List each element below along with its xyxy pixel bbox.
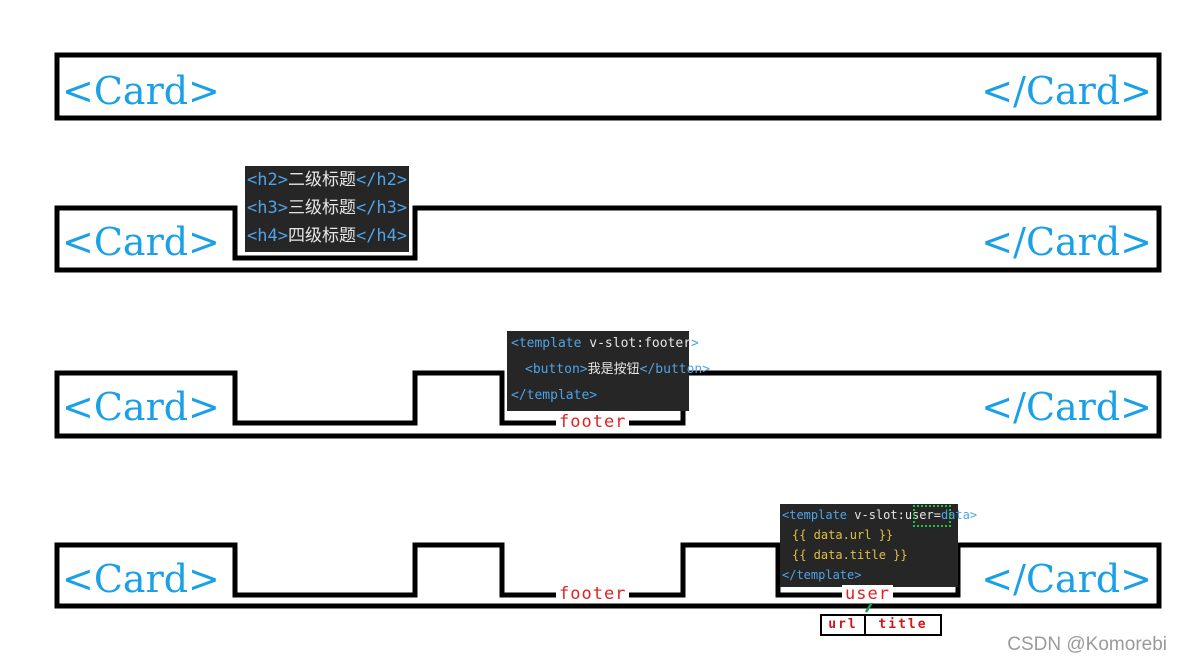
data-title-expression: {{ data.title }} [792,548,908,562]
button-text: 我是按钮 [587,362,640,377]
code-line-h2: <h2>二级标题</h2> [247,166,409,194]
card-open-tag-row2: <Card> [62,220,220,264]
user-code-line-1: <template v-slot:user=data> [782,505,977,525]
user-template-close-tag: </template> [782,568,862,582]
card-open-tag-row4: <Card> [62,557,220,601]
card-open-tag-row1: <Card> [62,69,220,113]
h4-text: 四级标题 [287,226,356,246]
footer-slot-label-row4: footer [556,585,630,603]
user-template-open-tag: <template [782,508,848,522]
card-close-tag-row1: </Card> [981,69,1152,113]
card-close-tag-row4: </Card> [981,557,1152,601]
h2-open-tag: <h2> [247,170,288,190]
code-line-h3: <h3>三级标题</h3> [247,194,409,222]
h4-close-tag: </h4> [355,226,408,246]
button-open-tag: <button> [525,362,588,377]
h4-open-tag: <h4> [247,226,288,246]
footer-code-line-1: <template v-slot:footer> [511,331,699,357]
data-url-expression: {{ data.url }} [792,528,894,542]
template-open-end: > [691,336,699,351]
template-open-tag: <template [511,336,582,351]
user-slot-label: user [842,585,893,603]
card-close-tag-row3: </Card> [981,385,1152,429]
named-slot-code-block: <h2>二级标题</h2> <h3>三级标题</h3> <h4>四级标题</h4… [245,166,409,252]
user-slot-code-block: <template v-slot:user=data> {{ data.url … [780,504,977,587]
h2-close-tag: </h2> [355,170,408,190]
h3-close-tag: </h3> [355,198,408,218]
title-field-box: title [864,614,942,636]
v-slot-footer-attr: v-slot:footer [581,336,692,351]
h3-open-tag: <h3> [247,198,288,218]
url-field-box: url [820,614,866,636]
footer-slot-label-row3: footer [556,413,630,431]
data-binding-value: data [940,508,970,522]
card-outline-row1 [54,52,1162,121]
code-line-h4: <h4>四级标题</h4> [247,222,409,250]
footer-code-line-2: <button>我是按钮</button> [511,357,710,383]
csdn-watermark: CSDN @Komorebi [1007,634,1167,655]
footer-slot-code-block: <template v-slot:footer> <button>我是按钮</b… [507,331,710,411]
user-template-open-end: > [969,508,978,522]
card-outline-row4 [54,542,1162,609]
v-slot-user-attr: v-slot:user= [847,508,941,522]
card-outline-row3 [54,370,1162,439]
template-close-tag: </template> [511,388,598,403]
card-open-tag-row3: <Card> [62,385,220,429]
card-close-tag-row2: </Card> [981,220,1152,264]
data-highlight-box [913,505,951,527]
h3-text: 三级标题 [287,198,356,218]
card-outline-row2 [54,205,1162,273]
h2-text: 二级标题 [287,170,356,190]
button-close-tag: </button> [639,362,711,377]
